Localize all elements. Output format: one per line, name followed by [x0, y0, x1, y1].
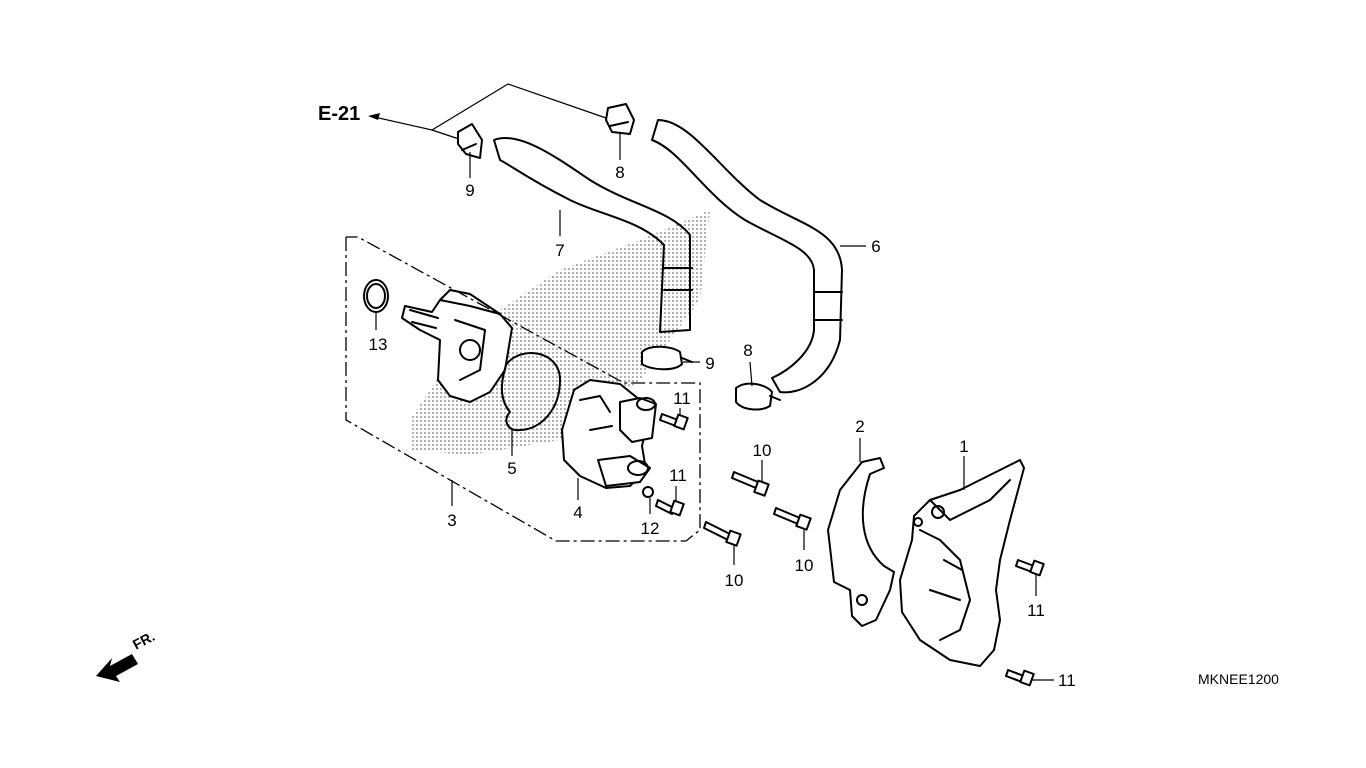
callout-8-lower: 8 — [743, 341, 752, 360]
bolt-11-cover-upper — [1015, 559, 1045, 577]
callout-11-cover-upper: 11 — [1027, 601, 1045, 620]
gasket-2 — [827, 457, 895, 627]
clamp-8-top — [605, 103, 635, 135]
e21-label: E-21 — [318, 103, 360, 125]
bolt-11-cover-lower — [1005, 669, 1035, 687]
callout-9-lower: 9 — [705, 354, 714, 373]
clamp-9-lower — [641, 345, 693, 371]
callout-12: 12 — [641, 519, 660, 538]
callout-10-a: 10 — [753, 441, 772, 460]
impeller-assembly — [401, 289, 513, 403]
bolt-11-upper — [659, 413, 689, 431]
callout-11-lower: 11 — [669, 466, 687, 485]
callout-8-top: 8 — [615, 163, 624, 182]
callout-2: 2 — [855, 417, 864, 436]
callout-5: 5 — [507, 459, 516, 478]
pump-cover-4 — [561, 379, 657, 489]
bolt-11-lower — [655, 499, 685, 517]
gasket-5 — [500, 352, 561, 432]
e21-reference — [368, 83, 607, 141]
callout-6: 6 — [871, 237, 880, 256]
front-arrow: FR. — [96, 628, 157, 682]
callout-1: 1 — [959, 437, 968, 456]
leader-lines — [375, 132, 1054, 681]
front-label: FR. — [130, 628, 157, 653]
callout-10-c: 10 — [795, 556, 814, 575]
callout-10-b: 10 — [725, 571, 744, 590]
callout-3: 3 — [447, 511, 456, 530]
bolt-10-b — [703, 521, 742, 547]
hose-6 — [651, 119, 843, 394]
callout-7: 7 — [555, 241, 564, 260]
callout-11-cover-lower: 11 — [1058, 671, 1076, 690]
bolt-10-c — [773, 507, 812, 531]
clamp-8-lower — [735, 382, 781, 411]
bolt-10-a — [731, 471, 770, 497]
cover-1 — [899, 459, 1025, 667]
callout-11-upper: 11 — [673, 389, 691, 408]
hose-7 — [493, 137, 693, 333]
assembly-box-3 — [345, 236, 701, 542]
callout-13: 13 — [369, 335, 388, 354]
callout-4: 4 — [573, 503, 582, 522]
diagram-code: MKNEE1200 — [1198, 671, 1279, 687]
washer-12 — [642, 486, 654, 498]
clamp-9-top — [457, 123, 483, 159]
callout-9-top: 9 — [465, 181, 474, 200]
